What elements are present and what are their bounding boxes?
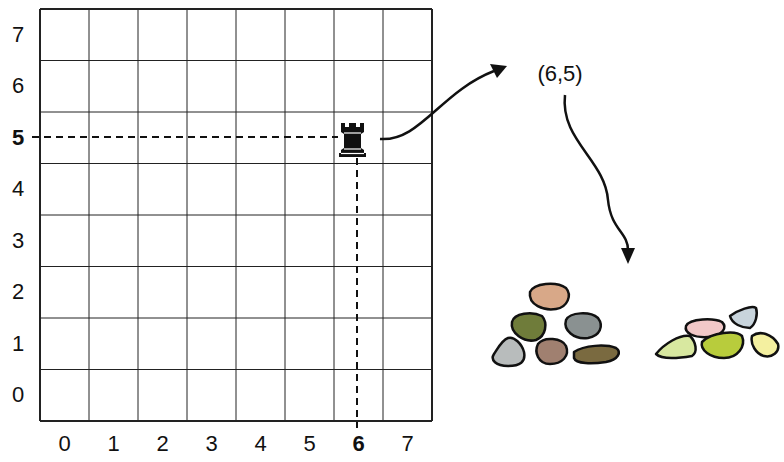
grid-line — [40, 420, 432, 422]
axis-number: 4 — [254, 433, 266, 455]
axis-number: 5 — [12, 127, 24, 149]
curved-arrow — [565, 95, 628, 250]
board-grid — [40, 9, 432, 421]
axis-number: 0 — [58, 433, 70, 455]
axis-number: 1 — [12, 333, 24, 355]
grid-line — [40, 318, 432, 319]
rook-stripe — [344, 148, 361, 149]
stone — [752, 333, 779, 356]
stone-pile — [493, 284, 779, 366]
axis-number: 3 — [12, 230, 24, 252]
stone — [574, 346, 619, 364]
stone — [530, 284, 569, 310]
axis-number: 7 — [12, 24, 24, 46]
axis-number: 7 — [401, 433, 413, 455]
arrow-head — [490, 64, 507, 78]
grid-line — [431, 9, 433, 421]
axis-number: 2 — [12, 281, 24, 303]
stone — [702, 333, 743, 358]
rook-stripe — [341, 153, 364, 154]
grid-line — [40, 369, 432, 370]
stone — [512, 313, 546, 340]
rook-body — [339, 123, 366, 157]
axis-number: 2 — [156, 433, 168, 455]
axis-number: 0 — [12, 384, 24, 406]
grid-line — [285, 9, 286, 421]
axis-number: 3 — [205, 433, 217, 455]
grid-line — [40, 266, 432, 267]
arrow-head — [621, 248, 635, 264]
grid-line — [334, 9, 335, 421]
dashed-guide — [32, 136, 338, 138]
stone — [566, 313, 601, 338]
dashed-guide — [356, 158, 358, 428]
rook-stripe — [344, 132, 361, 133]
axis-number: 6 — [352, 433, 364, 455]
curved-arrow — [380, 71, 494, 139]
rook-symbol — [339, 123, 366, 157]
stone — [656, 336, 696, 358]
grid-line — [40, 215, 432, 216]
axis-number: 4 — [12, 178, 24, 200]
axis-number: 6 — [12, 75, 24, 97]
axis-number: 1 — [107, 433, 119, 455]
axis-number: 5 — [303, 433, 315, 455]
coordinate-label: (6,5) — [537, 63, 582, 85]
stone — [537, 339, 568, 364]
stone — [730, 307, 757, 328]
grid-line — [383, 9, 384, 421]
stone — [493, 338, 525, 366]
